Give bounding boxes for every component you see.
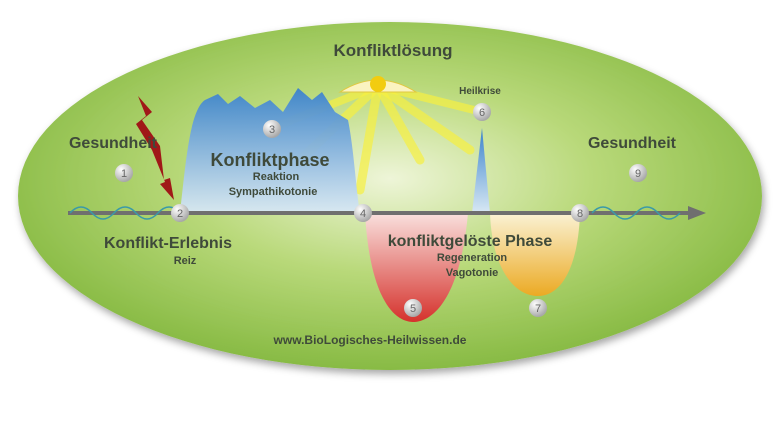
website-link[interactable]: www.BioLogisches-Heilwissen.de [273,333,467,347]
marker-8: 8 [571,204,589,222]
sun-icon [338,76,418,93]
background-ellipse [18,22,762,370]
healing-crisis-spike [472,128,490,213]
axis-arrow-icon [688,206,706,220]
resolved-phase-title: konfliktgelöste Phase [388,233,553,250]
conflict-phase-hump [180,88,360,213]
marker-9: 9 [629,164,647,182]
conflict-phase-title: Konfliktphase [210,150,329,170]
wave-left [69,206,181,220]
svg-text:7: 7 [535,303,541,315]
wave-right [591,206,681,220]
marker-2: 2 [171,204,189,222]
marker-4: 4 [354,204,372,222]
resolved-phase-line1: Regeneration [437,252,508,264]
lightning-icon [136,96,174,200]
conflict-event-sub: Reiz [174,255,197,267]
svg-text:4: 4 [360,208,366,220]
healing-crisis-label: Heilkrise [459,86,501,97]
marker-7: 7 [529,299,547,317]
svg-text:9: 9 [635,168,641,180]
title: Konfliktlösung [334,41,453,60]
svg-text:3: 3 [269,124,275,136]
svg-text:1: 1 [121,168,127,180]
conflict-event-title: Konflikt-Erlebnis [104,235,232,252]
svg-text:8: 8 [577,208,583,220]
svg-text:6: 6 [479,107,485,119]
conflict-phase-line2: Sympathikotonie [229,186,318,198]
marker-3: 3 [263,120,281,138]
markers: 1 2 3 4 5 6 7 8 9 [115,103,647,317]
svg-text:2: 2 [177,208,183,220]
marker-6: 6 [473,103,491,121]
marker-5: 5 [404,299,422,317]
resolved-phase-line2: Vagotonie [446,267,499,279]
resolved-phase-yellow-bowl [490,213,580,296]
health-left-label: Gesundheit [69,135,158,152]
marker-1: 1 [115,164,133,182]
resolved-phase-red-bowl [365,213,468,322]
svg-text:5: 5 [410,303,416,315]
conflict-phase-line1: Reaktion [253,171,300,183]
health-right-label: Gesundheit [588,135,677,152]
